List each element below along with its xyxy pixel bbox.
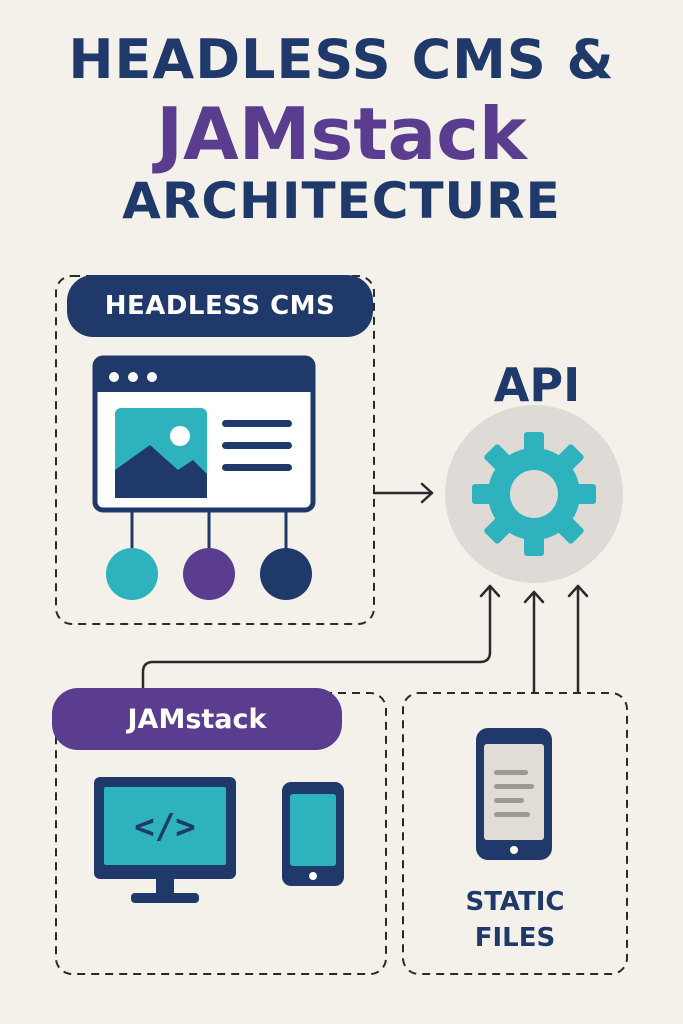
gear-icon [472,432,596,556]
static-phone-icon [476,728,552,860]
arrow-cms-to-api [372,482,434,504]
node-navy [260,548,312,600]
static-files-label-line-2: FILES [474,923,556,953]
title-line-2: JAMstack [156,92,527,176]
smartphone-icon [282,782,344,886]
content-nodes [106,510,312,600]
code-icon: </> [134,807,195,847]
arrow-jamstack-to-api [141,584,501,690]
api-label: API [493,358,581,412]
node-purple [183,548,235,600]
static-files-label-line-1: STATIC [465,887,565,917]
static-files-label: STATIC FILES [404,884,626,956]
node-teal [106,548,158,600]
browser-window-icon [92,355,316,513]
jamstack-label: JAMstack [52,688,342,750]
desktop-monitor-icon: </> [94,777,236,903]
image-icon [115,408,207,498]
arrows-static-to-api [523,584,589,694]
static-files-panel-border [402,692,628,975]
title-line-3: ARCHITECTURE [122,172,561,230]
jamstack-panel-border [55,692,387,975]
headless-cms-label: HEADLESS CMS [67,275,373,337]
title-line-1: HEADLESS CMS & [68,28,615,91]
